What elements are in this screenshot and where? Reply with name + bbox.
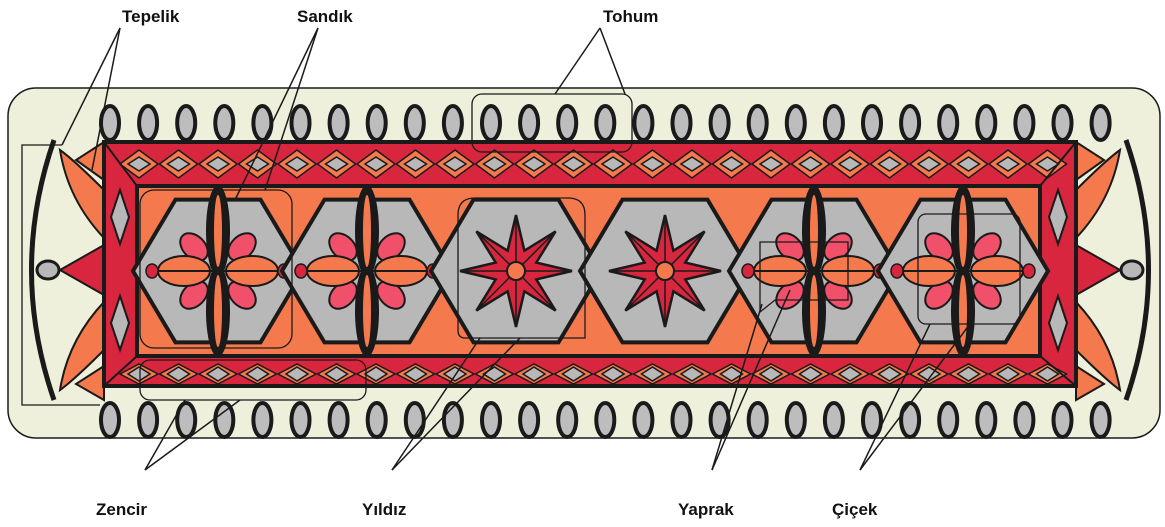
bead: [253, 106, 271, 140]
bead: [977, 106, 995, 140]
label-yildiz: Yıldız: [362, 500, 406, 519]
label-yaprak: Yaprak: [678, 500, 734, 519]
bead: [787, 403, 805, 437]
stem-bud: [146, 264, 158, 278]
bead: [825, 403, 843, 437]
bead: [939, 403, 957, 437]
label-cicek: Çiçek: [832, 500, 878, 519]
star-center: [656, 262, 674, 280]
bead: [749, 403, 767, 437]
bead: [177, 106, 195, 140]
bead: [368, 106, 386, 140]
bead: [901, 106, 919, 140]
bead: [406, 403, 424, 437]
bead: [292, 106, 310, 140]
bead: [673, 106, 691, 140]
bead: [215, 106, 233, 140]
bead: [711, 106, 729, 140]
bead: [1054, 403, 1072, 437]
bead: [330, 403, 348, 437]
bead: [787, 106, 805, 140]
bead: [139, 106, 157, 140]
bead: [368, 403, 386, 437]
bead: [939, 106, 957, 140]
bead: [482, 106, 500, 140]
bead: [482, 403, 500, 437]
bead: [520, 403, 538, 437]
crest-bead: [37, 261, 59, 279]
bead: [444, 106, 462, 140]
bead: [863, 106, 881, 140]
bead: [1015, 106, 1033, 140]
bead: [558, 403, 576, 437]
bead: [139, 403, 157, 437]
bead: [1054, 106, 1072, 140]
label-sandik: Sandık: [297, 7, 353, 26]
leaf-vein: [214, 275, 222, 347]
bead: [711, 403, 729, 437]
bead: [901, 403, 919, 437]
bead: [1092, 403, 1110, 437]
bead: [825, 106, 843, 140]
bead: [292, 403, 310, 437]
bead: [596, 106, 614, 140]
leaf-vein: [959, 195, 967, 267]
stem-bud: [742, 264, 754, 278]
bead: [749, 106, 767, 140]
label-tepelik: Tepelik: [122, 7, 180, 26]
bead: [1092, 106, 1110, 140]
tepelik-right: [1076, 140, 1149, 400]
tepelik-left: [32, 140, 105, 400]
stem-bud: [295, 264, 307, 278]
bead: [634, 403, 652, 437]
bead: [634, 106, 652, 140]
bead: [1015, 403, 1033, 437]
bead: [520, 106, 538, 140]
leaf-vein: [363, 275, 371, 347]
bead: [673, 403, 691, 437]
leaf-vein: [810, 275, 818, 347]
stem-bud: [891, 264, 903, 278]
leaf-vein: [363, 195, 371, 267]
leaf-vein: [214, 195, 222, 267]
bead: [253, 403, 271, 437]
label-tohum: Tohum: [603, 7, 658, 26]
bead: [596, 403, 614, 437]
leaf-vein: [810, 195, 818, 267]
bead: [558, 106, 576, 140]
bead: [406, 106, 424, 140]
bead: [330, 106, 348, 140]
bead: [977, 403, 995, 437]
bead: [101, 403, 119, 437]
bead: [215, 403, 233, 437]
star-center: [507, 262, 525, 280]
crest-bead: [1121, 261, 1143, 279]
label-zencir: Zencir: [96, 500, 147, 519]
stem-bud: [1023, 264, 1035, 278]
